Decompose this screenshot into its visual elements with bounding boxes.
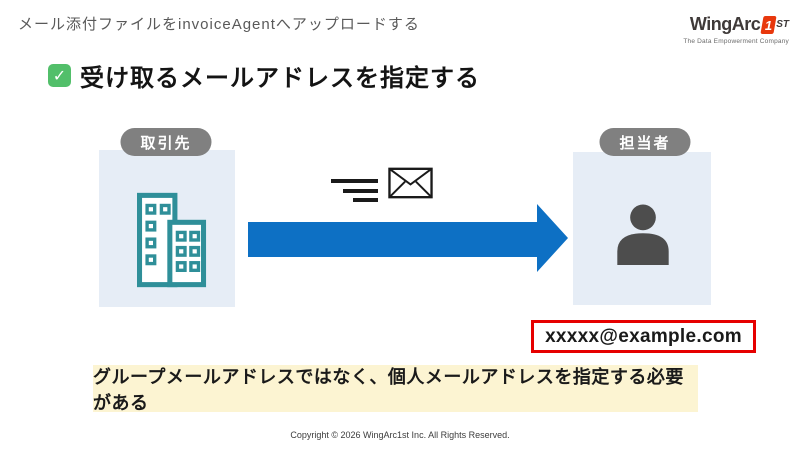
logo-wordmark: WingArc 1 ST — [683, 14, 789, 35]
logo-tagline: The Data Empowerment Company — [683, 38, 789, 45]
email-callout: xxxxx@example.com — [531, 320, 756, 353]
email-address: xxxxx@example.com — [545, 325, 742, 347]
envelope-icon — [388, 167, 433, 199]
logo-1st-badge-icon: 1 — [760, 15, 777, 34]
person-icon — [609, 200, 677, 268]
note-text: グループメールアドレスではなく、個人メールアドレスを指定する必要がある — [93, 366, 684, 413]
flow-arrow — [248, 204, 568, 272]
section-title-text: 受け取るメールアドレスを指定する — [80, 65, 480, 92]
building-icon — [131, 192, 207, 288]
check-icon: ✓ — [48, 64, 71, 87]
logo-brand-text: WingArc — [689, 14, 761, 34]
sender-badge: 取引先 — [120, 128, 212, 156]
section-title: ✓ 受け取るメールアドレスを指定する — [48, 58, 480, 93]
speed-lines-icon — [330, 179, 378, 203]
note-bar: グループメールアドレスではなく、個人メールアドレスを指定する必要がある — [93, 365, 698, 413]
logo-suffix-text: ST — [776, 19, 789, 30]
receiver-badge: 担当者 — [599, 128, 691, 156]
footer-copyright: Copyright © 2026 WingArc1st Inc. All Rig… — [290, 430, 510, 440]
wingarc-logo: WingArc 1 ST The Data Empowerment Compan… — [683, 14, 789, 45]
page-title: メール添付ファイルをinvoiceAgentへアップロードする — [18, 16, 420, 33]
